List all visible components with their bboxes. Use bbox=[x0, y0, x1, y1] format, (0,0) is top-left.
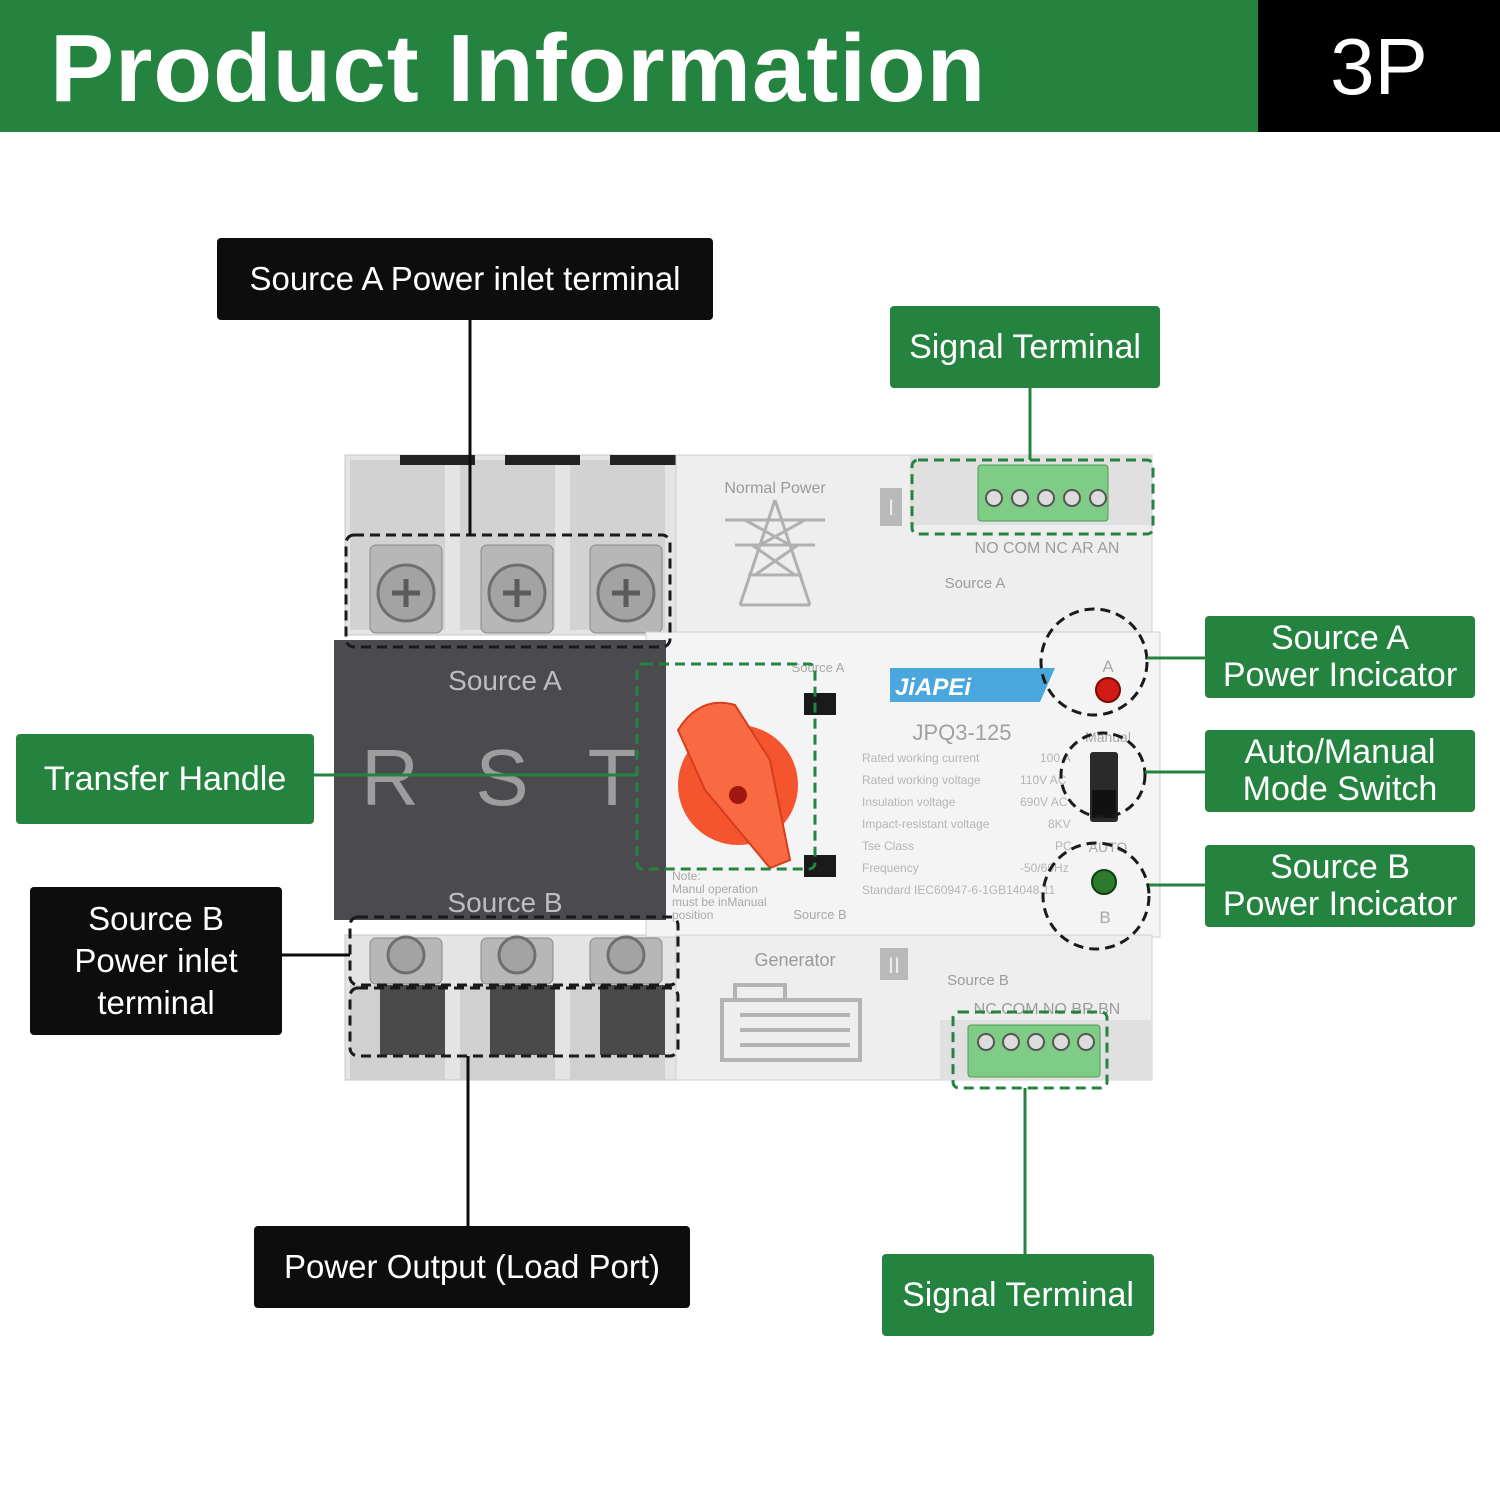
spec-label-4: Impact-resistant voltage bbox=[862, 817, 990, 831]
spec-label-6: Frequency bbox=[862, 861, 919, 875]
callout-mode-switch: Auto/Manual Mode Switch bbox=[1205, 730, 1475, 812]
transfer-handle-highlight bbox=[635, 662, 817, 871]
callout-source-b-inlet: Source B Power inlet terminal bbox=[30, 887, 282, 1035]
spec-label-2: Rated working voltage bbox=[862, 773, 981, 787]
callout-source-b-indicator: Source B Power Incicator bbox=[1205, 845, 1475, 927]
top-source-a-label: Source A bbox=[945, 575, 1006, 592]
svg-text:Note:: Note: bbox=[672, 869, 701, 883]
roman-ii-label: II bbox=[888, 953, 900, 978]
spec-table: Rated working current 100 A Rated workin… bbox=[862, 751, 1072, 897]
cover-source-a-label: Source A bbox=[448, 665, 562, 696]
callout-transfer-handle: Transfer Handle bbox=[16, 734, 314, 824]
spec-value-3: 690V AC bbox=[1020, 795, 1068, 809]
source-a-screw-2 bbox=[480, 544, 554, 634]
source-a-screw-1 bbox=[369, 544, 443, 634]
phase-s-label: S bbox=[475, 733, 528, 822]
svg-text:position: position bbox=[672, 908, 713, 922]
power-terminal-block bbox=[344, 454, 681, 1081]
spec-label-1: Rated working current bbox=[862, 751, 980, 765]
callout-signal-terminal-bottom: Signal Terminal bbox=[882, 1254, 1154, 1336]
spec-value-5: PC bbox=[1055, 839, 1072, 853]
source-a-inlet-highlight bbox=[344, 533, 672, 649]
manual-mark: Manual bbox=[1085, 729, 1131, 745]
page-title: Product Information bbox=[50, 15, 987, 122]
phase-t-label: T bbox=[588, 733, 637, 822]
generator-icon bbox=[720, 983, 862, 1062]
bottom-source-b-label: Source B bbox=[947, 972, 1009, 989]
roman-ii-box bbox=[880, 948, 908, 980]
transfer-handle[interactable] bbox=[676, 701, 798, 870]
indicator-b-letter: B bbox=[1099, 908, 1110, 927]
switch-body: Normal Power I NO COM NC AR AN Source A … bbox=[645, 454, 1161, 1081]
spec-value-6: -50/60Hz bbox=[1020, 861, 1069, 875]
power-output-highlight bbox=[348, 986, 680, 1058]
indicator-a-letter: A bbox=[1102, 657, 1114, 676]
top-terminal-pin-labels: NO COM NC AR AN bbox=[975, 540, 1120, 557]
callout-source-a-indicator: Source A Power Incicator bbox=[1205, 616, 1475, 698]
source-b-inlet-highlight bbox=[348, 915, 680, 987]
phase-cover: Source A R S T Source B bbox=[334, 640, 666, 920]
spec-label-3: Insulation voltage bbox=[862, 795, 956, 809]
position-window-a bbox=[804, 693, 836, 715]
model-label: JPQ3-125 bbox=[912, 720, 1011, 745]
svg-text:Manul operation: Manul operation bbox=[672, 882, 758, 896]
roman-i-box bbox=[880, 488, 902, 526]
cover-source-b-label: Source B bbox=[447, 887, 562, 918]
source-b-screw-1 bbox=[369, 935, 443, 985]
normal-power-label: Normal Power bbox=[724, 480, 826, 497]
svg-text:must be inManual: must be inManual bbox=[672, 895, 767, 909]
callout-source-a-inlet: Source A Power inlet terminal bbox=[217, 238, 713, 320]
handle-source-a-mark: Source A bbox=[792, 660, 845, 675]
spec-label-5: Tse Class bbox=[862, 839, 914, 853]
bottom-terminal-pin-labels: NC COM NO BR BN bbox=[974, 1001, 1121, 1018]
position-window-b bbox=[804, 855, 836, 877]
source-b-screw-2 bbox=[480, 935, 554, 985]
source-b-screw-3 bbox=[589, 935, 663, 985]
svg-text:JiAPEi: JiAPEi bbox=[895, 674, 972, 701]
source-a-screw-3 bbox=[589, 544, 663, 634]
pole-badge-label: 3P bbox=[1330, 22, 1428, 111]
mode-switch-highlight bbox=[1059, 731, 1147, 819]
brand-logo: JiAPEi bbox=[890, 668, 1055, 702]
pole-badge bbox=[1258, 0, 1500, 132]
spec-value-4: 8KV bbox=[1048, 817, 1071, 831]
callout-signal-terminal-top: Signal Terminal bbox=[890, 306, 1160, 388]
bottom-signal-highlight bbox=[951, 1010, 1109, 1090]
top-signal-highlight bbox=[910, 458, 1155, 536]
source-b-indicator-highlight bbox=[1041, 841, 1151, 951]
handle-source-b-mark: Source B bbox=[793, 907, 846, 922]
generator-label: Generator bbox=[754, 950, 835, 970]
header-bar bbox=[0, 0, 1258, 132]
auto-mark: AUTO bbox=[1089, 839, 1128, 855]
spec-standard: Standard IEC60947-6-1GB14048.11 bbox=[862, 883, 1056, 897]
source-a-led bbox=[1095, 677, 1121, 703]
roman-i-label: I bbox=[888, 495, 894, 520]
power-pylon-icon bbox=[725, 499, 825, 607]
spec-value-2: 110V AC bbox=[1020, 773, 1067, 787]
phase-r-label: R bbox=[361, 733, 419, 822]
bottom-signal-connector bbox=[967, 1024, 1101, 1078]
manual-note: Note: Manul operation must be inManual p… bbox=[672, 869, 767, 922]
top-signal-connector bbox=[977, 464, 1109, 522]
source-b-led bbox=[1091, 869, 1117, 895]
source-a-indicator-highlight bbox=[1039, 607, 1149, 717]
callout-power-output: Power Output (Load Port) bbox=[254, 1226, 690, 1308]
